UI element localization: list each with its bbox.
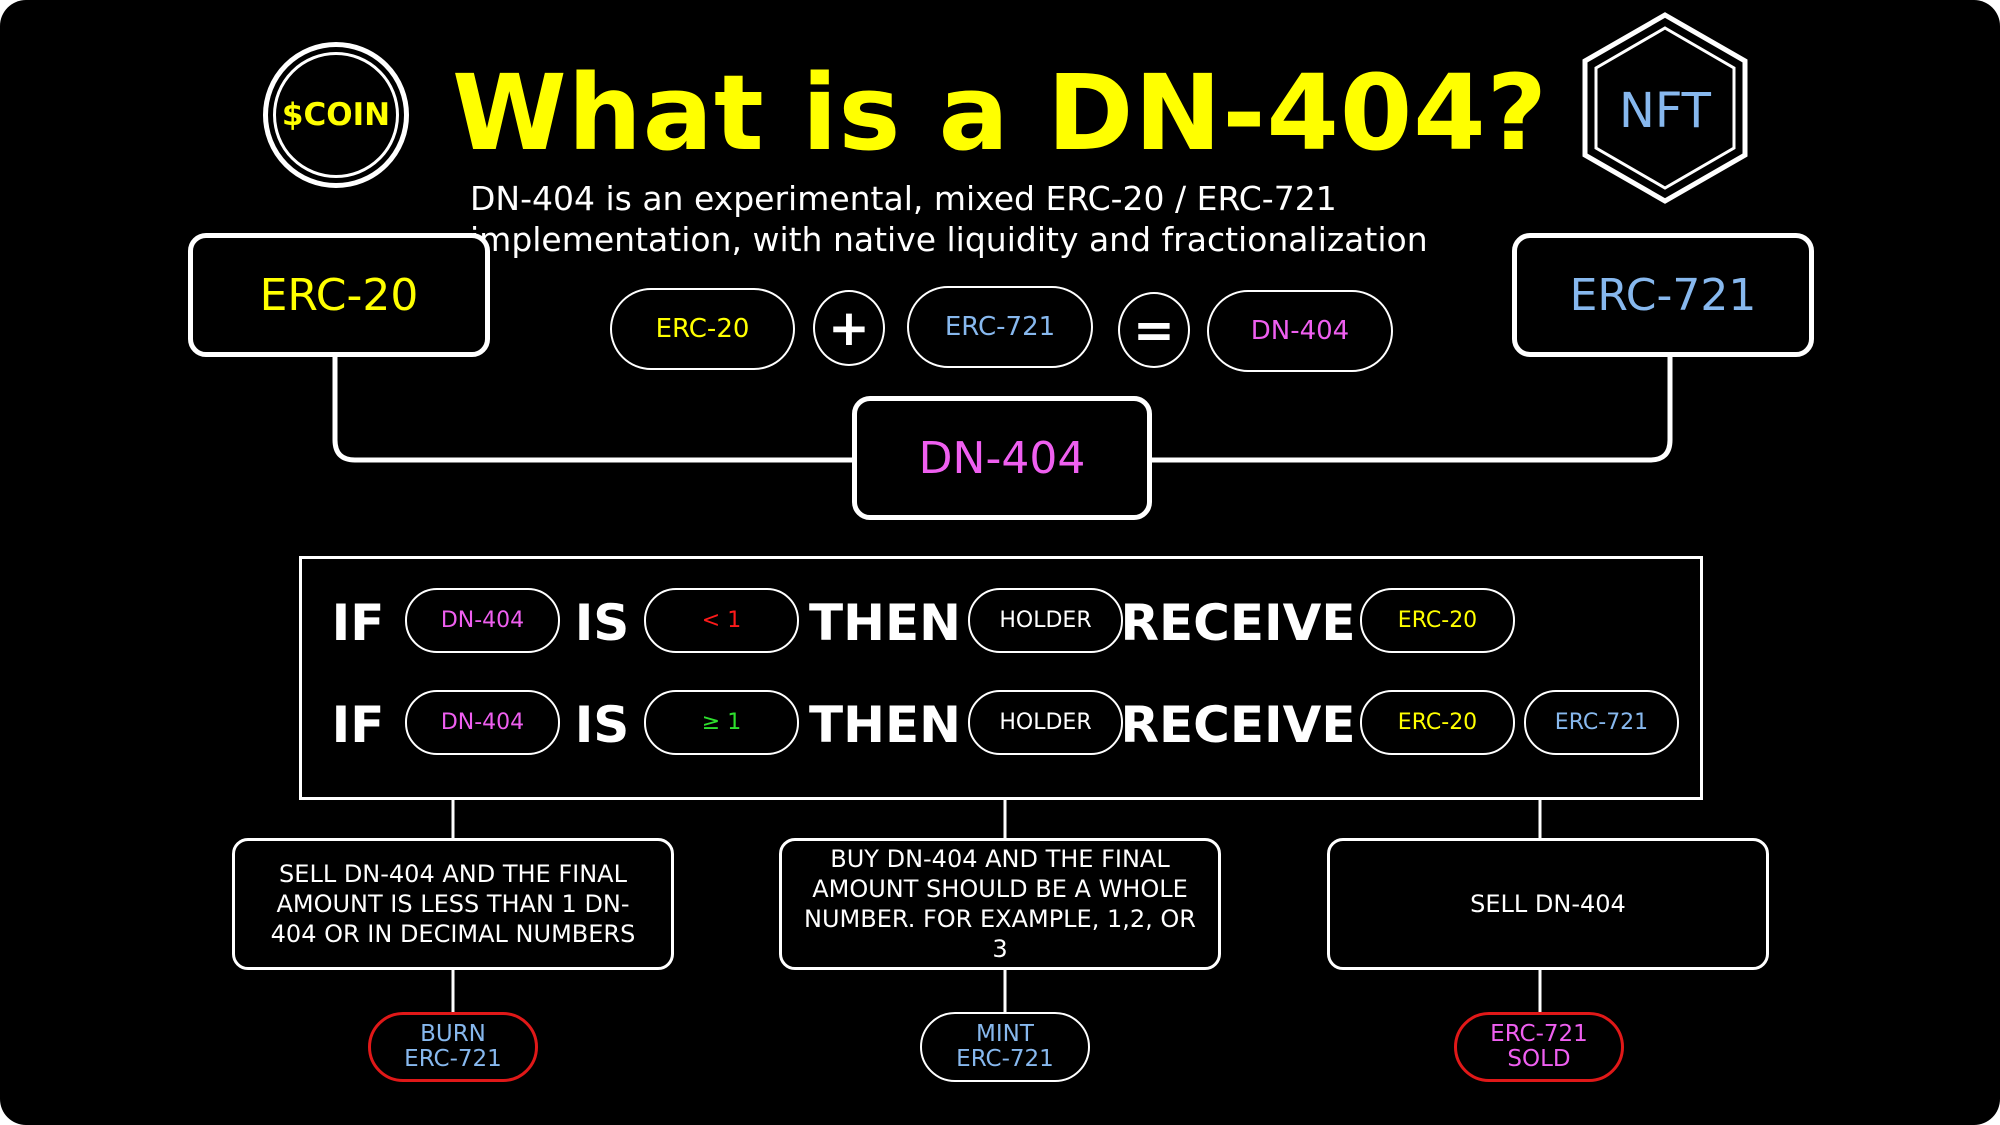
sold-label: SOLD — [1507, 1046, 1571, 1072]
equation-result: DN-404 — [1250, 316, 1350, 346]
rule1-if: IF — [331, 594, 385, 652]
nft-label: NFT — [1619, 83, 1711, 139]
equals-icon: = — [1118, 292, 1190, 368]
equation-equals: = — [1133, 301, 1175, 359]
equation-erc20-pill: ERC-20 — [610, 288, 795, 370]
coin-badge: $COIN — [273, 52, 399, 178]
scenario-sell-box: SELL DN-404 — [1327, 838, 1769, 970]
equation-term2: ERC-721 — [944, 312, 1056, 342]
rule1-then: THEN — [809, 594, 961, 652]
rule2-holder-pill: HOLDER — [968, 690, 1123, 755]
rule1-outcome-erc20-pill: ERC-20 — [1360, 588, 1515, 653]
subtitle-line-1: DN-404 is an experimental, mixed ERC-20 … — [470, 179, 1337, 218]
erc721-sold-pill: ERC-721 SOLD — [1454, 1012, 1624, 1082]
burn-label: BURN — [420, 1021, 486, 1047]
mint-token-label: ERC-721 — [956, 1046, 1054, 1072]
sold-token-label: ERC-721 — [1490, 1021, 1588, 1047]
subtitle-line-2: implementation, with native liquidity an… — [470, 220, 1428, 259]
erc20-box: ERC-20 — [188, 233, 490, 357]
rule2-then: THEN — [809, 696, 961, 754]
erc721-box-label: ERC-721 — [1569, 269, 1757, 321]
mint-label: MINT — [976, 1021, 1034, 1047]
equation-plus: + — [828, 299, 870, 357]
nft-hexagon-icon — [1582, 12, 1748, 204]
burn-token-label: ERC-721 — [404, 1046, 502, 1072]
rule1-subject-pill: DN-404 — [405, 588, 560, 653]
mint-erc721-pill: MINT ERC-721 — [920, 1012, 1090, 1082]
plus-icon: + — [813, 290, 885, 366]
scenario-sell-decimal-text: SELL DN-404 AND THE FINAL AMOUNT IS LESS… — [270, 860, 636, 948]
rule1-receive: RECEIVE — [1120, 594, 1356, 652]
rule2-subject-pill: DN-404 — [405, 690, 560, 755]
scenario-sell-decimal-box: SELL DN-404 AND THE FINAL AMOUNT IS LESS… — [232, 838, 674, 970]
page-title: What is a DN-404? — [452, 51, 1548, 174]
coin-outer-ring — [263, 42, 409, 188]
erc721-box: ERC-721 — [1512, 233, 1814, 357]
erc20-box-label: ERC-20 — [259, 269, 419, 321]
equation-erc721-pill: ERC-721 — [907, 286, 1093, 368]
rule2-receive: RECEIVE — [1120, 696, 1356, 754]
dn404-box: DN-404 — [852, 396, 1152, 520]
rule2-outcome-erc20-pill: ERC-20 — [1360, 690, 1515, 755]
equation-term1: ERC-20 — [655, 314, 750, 344]
scenario-buy-whole-text: BUY DN-404 AND THE FINAL AMOUNT SHOULD B… — [804, 845, 1196, 963]
rule2-is: IS — [574, 696, 630, 754]
equation-dn404-pill: DN-404 — [1207, 290, 1393, 372]
rule1-is: IS — [574, 594, 630, 652]
rule1-condition-pill: < 1 — [644, 588, 799, 653]
rule2-outcome-erc721-pill: ERC-721 — [1524, 690, 1679, 755]
scenario-buy-whole-box: BUY DN-404 AND THE FINAL AMOUNT SHOULD B… — [779, 838, 1221, 970]
rule1-holder-pill: HOLDER — [968, 588, 1123, 653]
scenario-sell-text: SELL DN-404 — [1470, 890, 1626, 918]
rule2-if: IF — [331, 696, 385, 754]
rule2-condition-pill: ≥ 1 — [644, 690, 799, 755]
burn-erc721-pill: BURN ERC-721 — [368, 1012, 538, 1082]
coin-label: $COIN — [281, 97, 391, 133]
dn404-box-label: DN-404 — [918, 432, 1086, 484]
subtitle: DN-404 is an experimental, mixed ERC-20 … — [470, 178, 1530, 268]
